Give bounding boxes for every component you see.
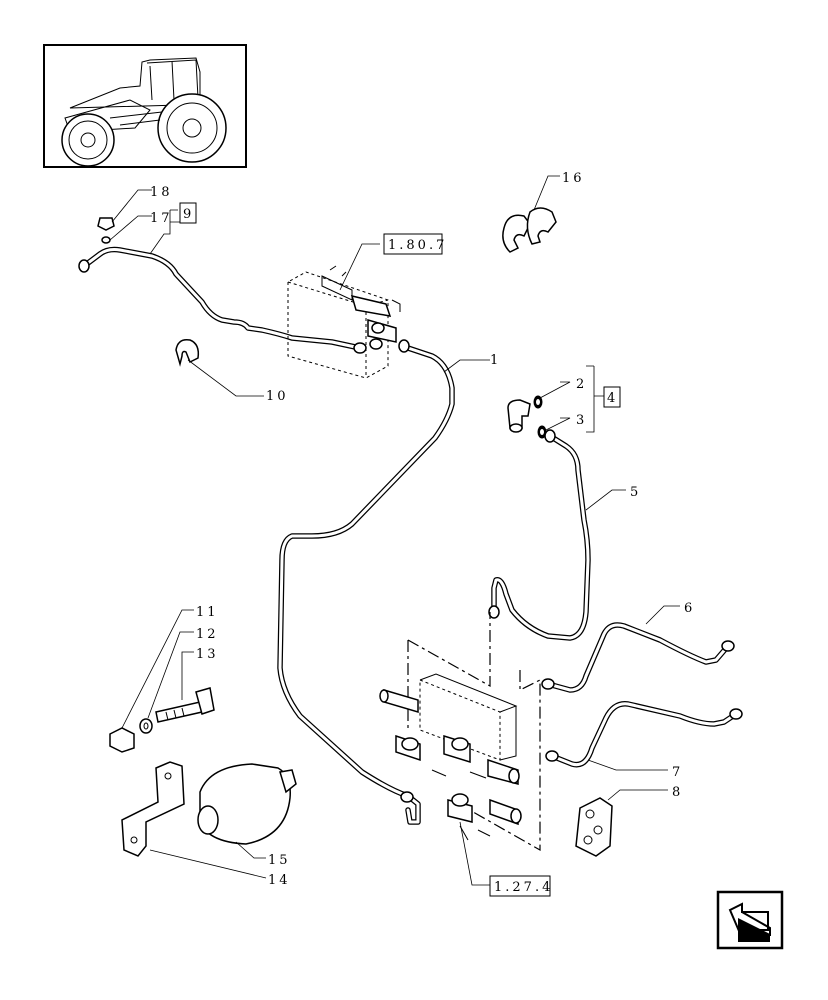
bracket-14 [121, 761, 185, 857]
label-16: 16 [562, 171, 585, 186]
upper-valve-block [287, 265, 410, 379]
washer-12 [139, 718, 153, 734]
label-15: 15 [268, 853, 291, 868]
label-17: 17 [150, 211, 173, 226]
label-1: 1 [490, 353, 501, 368]
clip-10 [175, 338, 200, 367]
pipe-1 [277, 345, 455, 825]
part-labels: 1 2 3 4 5 6 7 8 9 10 11 12 13 14 15 16 1… [150, 171, 695, 888]
label-11: 11 [196, 605, 219, 620]
label-18: 18 [150, 185, 173, 200]
elbow-connector [507, 395, 556, 443]
leader-lines [109, 175, 680, 886]
clip-16 [502, 207, 557, 253]
label-9: 9 [183, 207, 194, 222]
pipe-9 [78, 246, 367, 354]
lower-valve-block [379, 612, 541, 852]
label-8: 8 [672, 785, 683, 800]
label-10: 10 [266, 389, 289, 404]
grommet-8 [575, 797, 613, 857]
washer-17 [101, 236, 111, 244]
label-12: 12 [196, 627, 219, 642]
label-14: 14 [268, 873, 291, 888]
tractor-thumbnail-icon [43, 44, 247, 168]
nut-18 [97, 217, 115, 231]
reference-box-9 [179, 202, 197, 224]
label-7: 7 [672, 765, 683, 780]
label-5: 5 [630, 485, 641, 500]
reference-1-27-4: 1.27.4 [489, 875, 553, 897]
label-13: 13 [196, 647, 219, 662]
reference-1-80-7: 1.80.7 [383, 233, 447, 255]
label-6: 6 [684, 601, 695, 616]
reference-box-4 [603, 386, 621, 408]
reference-label: 1.80.7 [388, 238, 447, 253]
label-2: 2 [576, 377, 587, 392]
pipe-7 [545, 701, 743, 768]
accumulator-15 [197, 763, 297, 845]
label-3: 3 [576, 413, 587, 428]
reference-label: 1.27.4 [494, 880, 553, 895]
navigation-arrow-icon[interactable] [716, 890, 784, 950]
label-4: 4 [607, 391, 618, 406]
pipe-6 [541, 622, 735, 693]
nut-11 [109, 727, 135, 753]
bolt-13 [155, 687, 215, 723]
pipe-5 [488, 433, 591, 641]
